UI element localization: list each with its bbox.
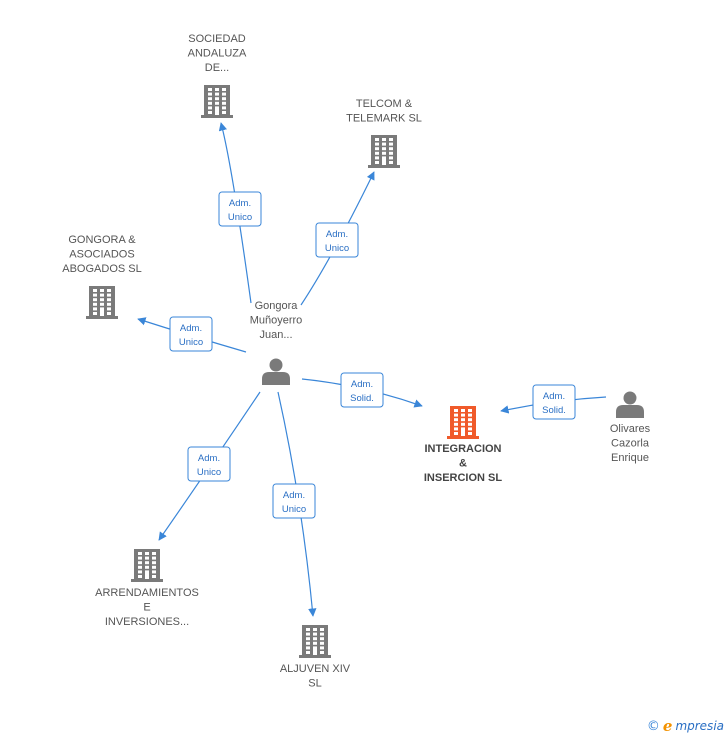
node-label: SOCIEDAD xyxy=(188,33,246,45)
node-arrendamientos[interactable]: ARRENDAMIENTOS E INVERSIONES... xyxy=(95,549,199,628)
node-aljuven[interactable]: ALJUVEN XIV SL xyxy=(280,625,351,690)
building-icon xyxy=(86,286,118,319)
edge-label[interactable]: Adm. Unico xyxy=(187,446,231,482)
node-label: GONGORA & xyxy=(68,234,136,246)
node-label: Enrique xyxy=(611,452,649,464)
edge-label-text: Unico xyxy=(228,212,252,223)
edge-label-box xyxy=(187,446,231,482)
edge-label[interactable]: Adm. Solid. xyxy=(340,372,384,408)
edge-label-text: Adm. xyxy=(283,490,305,501)
node-label: DE... xyxy=(205,62,229,74)
edge-label-text: Solid. xyxy=(350,393,374,404)
node-label: Cazorla xyxy=(611,438,650,450)
edge-label-text: Unico xyxy=(282,504,306,515)
node-label: Muñoyerro xyxy=(250,315,303,327)
edge-label-box xyxy=(218,191,262,227)
building-icon xyxy=(447,406,479,439)
node-gongora_asoc[interactable]: GONGORA & ASOCIADOS ABOGADOS SL xyxy=(62,234,142,319)
edge-label[interactable]: Adm. Solid. xyxy=(532,384,576,420)
edge-label-text: Unico xyxy=(179,337,203,348)
node-label: ANDALUZA xyxy=(188,48,247,60)
edge-label-text: Solid. xyxy=(542,405,566,416)
node-label: & xyxy=(459,458,467,470)
node-label: ASOCIADOS xyxy=(69,249,134,261)
brand-logo-text: mpresia xyxy=(675,719,724,733)
brand-logo-initial: e xyxy=(662,717,673,735)
node-label: INVERSIONES... xyxy=(105,616,189,628)
node-label: Gongora xyxy=(255,300,299,312)
node-label: ALJUVEN XIV xyxy=(280,663,351,675)
person-icon xyxy=(262,358,290,385)
node-label: INTEGRACION xyxy=(425,443,502,455)
node-integracion[interactable]: INTEGRACION & INSERCION SL xyxy=(424,406,503,484)
edge-label-box xyxy=(272,483,316,519)
node-label: SL xyxy=(308,678,321,690)
node-label: ABOGADOS SL xyxy=(62,263,141,275)
edge-label[interactable]: Adm. Unico xyxy=(169,316,213,352)
edges-layer xyxy=(137,122,607,617)
edge-label-text: Adm. xyxy=(351,379,373,390)
edge-label-text: Adm. xyxy=(198,453,220,464)
edge-label-text: Adm. xyxy=(180,323,202,334)
edge-label-box xyxy=(169,316,213,352)
edge-label[interactable]: Adm. Unico xyxy=(218,191,262,227)
node-label: ARRENDAMIENTOS xyxy=(95,587,199,599)
node-gongora_juan[interactable]: GongoraMuñoyerroJuan... xyxy=(250,300,303,385)
edge-label[interactable]: Adm. Unico xyxy=(315,222,359,258)
edge-label-box xyxy=(315,222,359,258)
node-telcom[interactable]: TELCOM & TELEMARK SL xyxy=(346,98,422,168)
node-label: Juan... xyxy=(259,329,292,341)
edge-label-box xyxy=(340,372,384,408)
edge-labels-layer: Adm.UnicoAdm.UnicoAdm.UnicoAdm.Solid.Adm… xyxy=(169,191,576,519)
edge-label-text: Adm. xyxy=(229,198,251,209)
node-label: INSERCION SL xyxy=(424,472,503,484)
node-label: Olivares xyxy=(610,423,651,435)
edge-label[interactable]: Adm. Unico xyxy=(272,483,316,519)
node-label: TELCOM & xyxy=(356,98,413,110)
node-label: TELEMARK SL xyxy=(346,113,422,125)
edge-label-text: Unico xyxy=(325,243,349,254)
edge-gongora_juan-to-sociedad xyxy=(218,122,252,304)
edge-label-text: Adm. xyxy=(326,229,348,240)
node-label: E xyxy=(143,602,150,614)
node-sociedad[interactable]: SOCIEDAD ANDALUZA DE... xyxy=(188,33,247,118)
building-icon xyxy=(201,85,233,118)
edge-label-text: Adm. xyxy=(543,391,565,402)
copyright-icon: © xyxy=(646,718,660,734)
building-icon xyxy=(299,625,331,658)
person-icon xyxy=(616,391,644,418)
building-icon xyxy=(368,135,400,168)
edge-label-text: Unico xyxy=(197,467,221,478)
nodes-layer: SOCIEDAD ANDALUZA DE... TELCOM & TELEMARK SL… xyxy=(62,33,650,690)
edge-label-box xyxy=(532,384,576,420)
building-icon xyxy=(131,549,163,582)
